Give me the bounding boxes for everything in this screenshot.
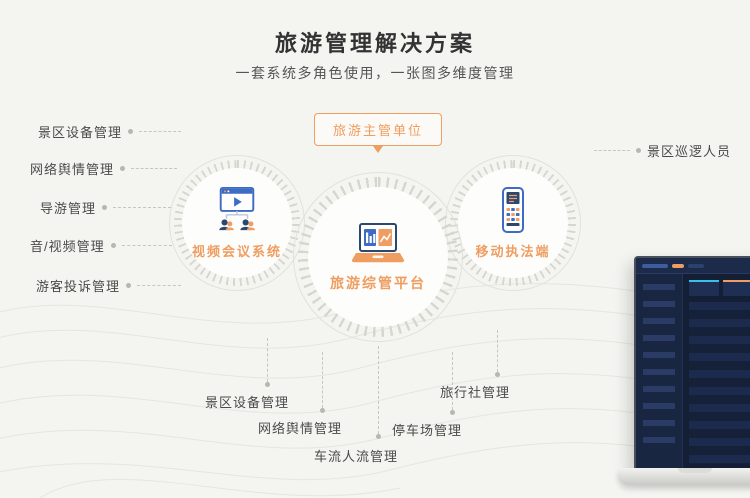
dashboard-main — [683, 274, 750, 470]
node-mobile-enforcement: 移动执法端 — [445, 155, 581, 291]
connector-line — [594, 150, 630, 151]
connector-dot — [376, 434, 381, 439]
connector-dot — [120, 166, 126, 171]
dashboard-header-bar — [636, 258, 750, 274]
connector-dot — [265, 382, 270, 387]
connector-line — [139, 131, 182, 132]
page-title: 旅游管理解决方案 — [274, 31, 475, 56]
connector-line — [497, 330, 498, 372]
node-inner: 移动执法端 — [458, 168, 568, 278]
dashboard-laptop-mockup — [618, 256, 750, 496]
bottom-label: 停车场管理 — [392, 423, 463, 438]
dashboard-screen — [634, 256, 750, 472]
connector-line — [121, 245, 172, 246]
header-bar-block — [688, 263, 704, 268]
node-platform: 旅游综管平台 — [293, 172, 463, 342]
bottom-connector — [320, 352, 325, 413]
connector-line — [452, 352, 453, 410]
stat-card — [722, 280, 750, 296]
bottom-connector — [450, 352, 455, 415]
connector-line — [322, 352, 323, 408]
bottom-label: 景区设备管理 — [205, 395, 290, 410]
connector-dot — [636, 148, 641, 153]
node-video-conference: 视频会议系统 — [169, 155, 305, 291]
left-connector-row: 景区设备管理 — [38, 122, 182, 141]
header-bar-block — [642, 263, 668, 268]
right-label: 景区巡逻人员 — [647, 144, 732, 159]
video-conference-icon — [219, 186, 256, 231]
node-label: 视频会议系统 — [191, 244, 282, 259]
dashboard-stat-cards — [689, 280, 750, 296]
left-connector-row: 网络舆情管理 — [30, 159, 178, 178]
mobile-terminal-icon — [502, 187, 524, 233]
left-label: 导游管理 — [40, 201, 97, 216]
left-label: 景区设备管理 — [38, 125, 123, 140]
connector-dot — [128, 129, 134, 134]
node-label: 移动执法端 — [475, 244, 551, 259]
connector-line — [137, 285, 182, 286]
dashboard-sidebar — [636, 274, 683, 470]
connector-line — [113, 207, 172, 208]
left-connector-row: 导游管理 — [40, 198, 172, 217]
connector-dot — [320, 408, 325, 413]
header-bar-block — [672, 263, 684, 268]
node-label: 旅游综管平台 — [330, 274, 426, 291]
right-connector-row: 景区巡逻人员 — [594, 141, 731, 160]
dashboard-table — [689, 302, 750, 464]
node-inner: 旅游综管平台 — [308, 187, 448, 327]
connector-dot — [495, 372, 500, 377]
bottom-label: 车流人流管理 — [314, 449, 399, 464]
bottom-connector — [495, 330, 500, 377]
left-label: 网络舆情管理 — [30, 162, 115, 177]
stat-card — [689, 280, 719, 296]
left-label: 音/视频管理 — [30, 239, 105, 254]
arrow-down-icon — [373, 146, 383, 153]
connector-dot — [126, 283, 132, 288]
connector-dot — [450, 410, 455, 415]
laptop-base — [618, 468, 750, 485]
top-badge-authority: 旅游主管单位 — [313, 113, 443, 146]
connector-dot — [110, 243, 116, 248]
bottom-label: 旅行社管理 — [440, 385, 511, 400]
node-outer-ring — [293, 172, 463, 342]
laptop-chart-icon — [351, 222, 405, 262]
page-subtitle: 一套系统多角色使用，一张图多维度管理 — [235, 65, 515, 81]
connector-line — [267, 338, 268, 382]
node-inner: 视频会议系统 — [182, 168, 292, 278]
bottom-connector — [265, 338, 270, 387]
connector-dot — [102, 205, 108, 210]
dashboard-body — [636, 274, 750, 470]
connector-line — [378, 346, 379, 434]
left-label: 游客投诉管理 — [36, 279, 121, 294]
connector-line — [131, 168, 178, 169]
bottom-connector — [376, 346, 381, 439]
left-connector-row: 游客投诉管理 — [36, 276, 182, 295]
left-connector-row: 音/视频管理 — [30, 236, 172, 255]
bottom-label: 网络舆情管理 — [258, 421, 343, 436]
